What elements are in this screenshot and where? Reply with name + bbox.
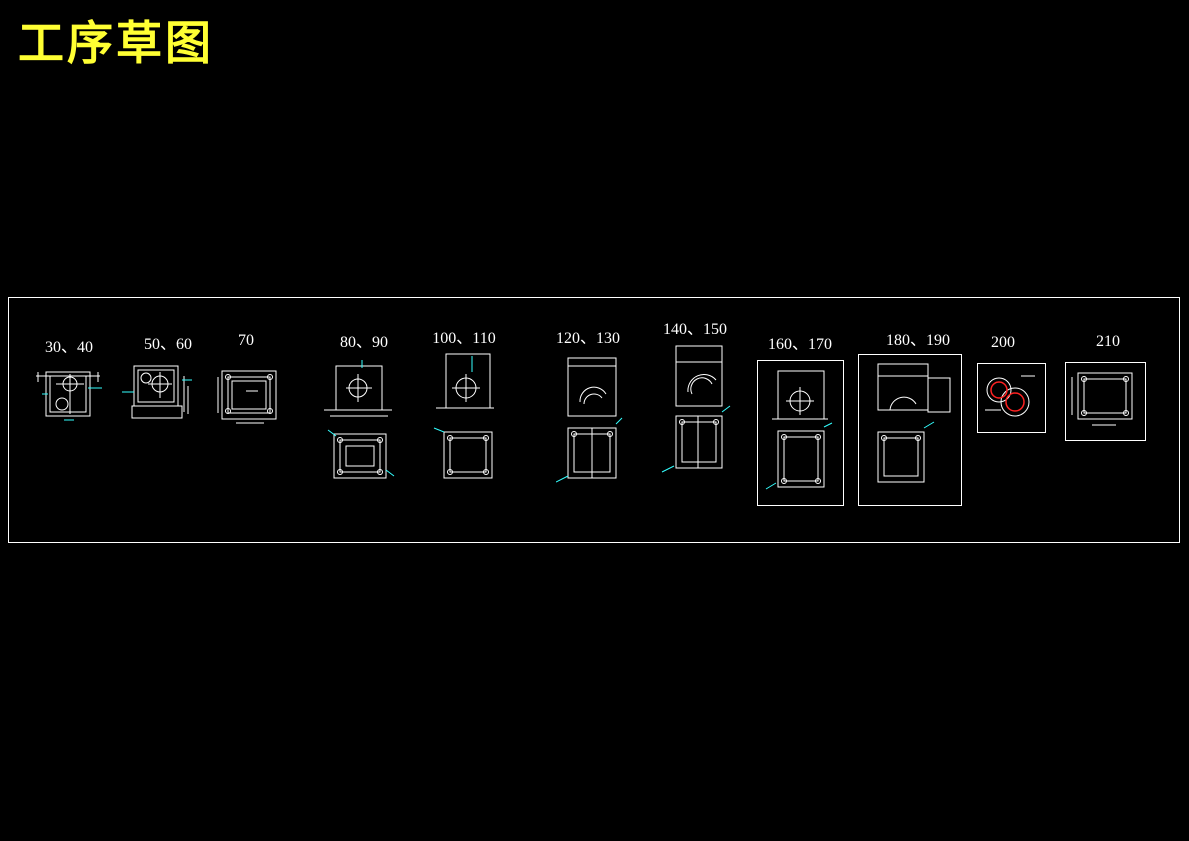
step-label-30-40: 30、40 — [44, 339, 94, 356]
sketch-210 — [1068, 367, 1144, 435]
step-label-50-60: 50、60 — [143, 336, 193, 353]
drawing-title: 工序草图 — [18, 16, 214, 70]
sketch-30-40 — [34, 364, 106, 426]
sketch-80-90 — [322, 360, 402, 486]
step-label-140-150: 140、150 — [662, 321, 728, 338]
step-panel-200 — [977, 363, 1046, 433]
sketch-70 — [216, 367, 286, 425]
sketch-50-60 — [120, 362, 195, 420]
sketch-100-110 — [432, 352, 504, 484]
sketch-160-170 — [762, 365, 840, 501]
sketch-140-150 — [660, 344, 732, 478]
step-panel-160-170 — [757, 360, 844, 506]
step-panel-210 — [1065, 362, 1146, 441]
sketch-200 — [981, 368, 1041, 428]
step-label-210: 210 — [1096, 333, 1120, 350]
sketch-frame — [8, 297, 1180, 543]
step-panel-180-190 — [858, 354, 962, 506]
step-label-100-110: 100、110 — [432, 330, 496, 347]
step-label-160-170: 160、170 — [767, 336, 833, 353]
step-label-70: 70 — [238, 332, 254, 349]
sketch-120-130 — [556, 352, 626, 486]
step-label-200: 200 — [991, 334, 1015, 351]
step-label-180-190: 180、190 — [885, 332, 951, 349]
sketch-180-190 — [868, 360, 958, 488]
step-label-80-90: 80、90 — [339, 334, 389, 351]
step-label-120-130: 120、130 — [555, 330, 621, 347]
